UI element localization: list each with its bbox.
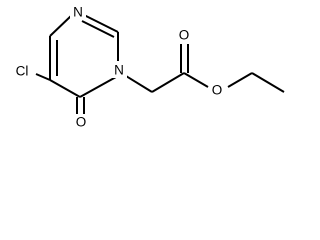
pyrazinone-ring xyxy=(49,12,119,98)
molecule-structure-diagram: N N Cl O O O xyxy=(16,3,285,131)
bond-ch2-c-ester xyxy=(151,72,185,93)
substituents xyxy=(35,44,285,115)
atom-n-ring: N xyxy=(114,63,124,78)
bond-n-ring-c-carbonyl xyxy=(79,76,117,98)
atom-o-keto: O xyxy=(76,115,87,130)
bond-ethyl-ch3 xyxy=(251,72,285,93)
bond-o-ethyl-ch2 xyxy=(227,72,253,88)
bond-n-ring-ch2 xyxy=(125,75,153,93)
bond-c-cl xyxy=(35,73,51,81)
bond-c-carbonyl-c-cl xyxy=(49,79,81,98)
bond-c-ester-o-single xyxy=(183,72,209,88)
atom-chlorine: Cl xyxy=(16,64,29,79)
bond-n-top-c-top-right xyxy=(79,12,119,33)
atom-o-ester-single: O xyxy=(212,83,223,98)
atom-o-ester-double: O xyxy=(179,28,190,43)
bond-n-top-c-top-right-inner xyxy=(81,20,115,38)
bond-n-top-c-cl-join xyxy=(49,14,73,37)
atom-n-top: N xyxy=(73,5,83,20)
atom-labels: N N Cl O O O xyxy=(16,3,225,131)
